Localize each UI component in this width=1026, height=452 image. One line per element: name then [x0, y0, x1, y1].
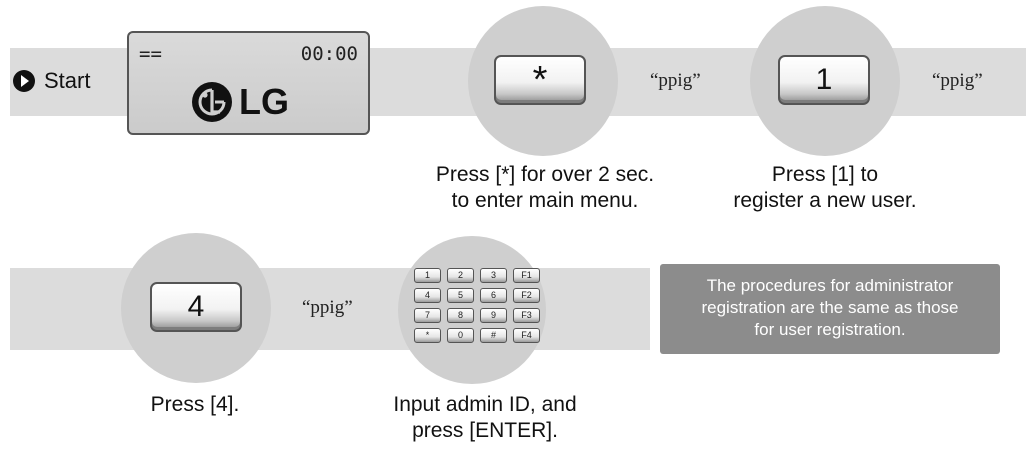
caption-line: Press [4].	[150, 393, 240, 416]
start-label: Start	[44, 68, 91, 93]
note-line: registration are the same as those	[701, 298, 959, 317]
four-key-button[interactable]: 4	[150, 282, 242, 332]
caption-press-four: Press [4].	[120, 392, 270, 418]
start-arrow-icon	[13, 70, 35, 92]
note-line: The procedures for administrator	[706, 276, 954, 295]
keypad-key[interactable]: F3	[513, 308, 540, 323]
caption-press-one: Press [1] to register a new user.	[700, 162, 950, 214]
lcd-display: == 00:00 LG	[127, 31, 370, 135]
lg-logo-icon	[192, 82, 232, 122]
caption-input-admin: Input admin ID, and press [ENTER].	[355, 392, 615, 444]
keypad-key[interactable]: 1	[414, 268, 441, 283]
caption-line: Press [*] for over 2 sec.	[435, 163, 655, 186]
keypad-key[interactable]: 9	[480, 308, 507, 323]
lcd-time: 00:00	[300, 43, 358, 65]
keypad-key[interactable]: 5	[447, 288, 474, 303]
beep-sound-3: “ppig”	[302, 297, 353, 318]
beep-sound-2: “ppig”	[932, 70, 983, 91]
one-key-label: 1	[815, 63, 833, 96]
keypad-key[interactable]: 2	[447, 268, 474, 283]
keypad-key[interactable]: #	[480, 328, 507, 343]
admin-registration-note: The procedures for administrator registr…	[660, 264, 1000, 354]
note-line: for user registration.	[754, 320, 906, 339]
caption-line: register a new user.	[733, 189, 917, 212]
keypad-key[interactable]: 8	[447, 308, 474, 323]
keypad-key[interactable]: F1	[513, 268, 540, 283]
star-key-label: *	[532, 59, 548, 101]
keypad-key[interactable]: 3	[480, 268, 507, 283]
caption-line: press [ENTER].	[412, 419, 558, 442]
lg-logo: LG	[191, 81, 289, 123]
keypad-key[interactable]: 4	[414, 288, 441, 303]
keypad: 1 2 3 F1 4 5 6 F2 7 8 9 F3 * 0 # F4	[414, 268, 544, 352]
four-key-label: 4	[187, 290, 205, 323]
lg-brand-text: LG	[239, 81, 289, 122]
beep-sound-1: “ppig”	[650, 70, 701, 91]
start-marker: Start	[12, 68, 90, 94]
keypad-key[interactable]: 0	[447, 328, 474, 343]
keypad-key[interactable]: *	[414, 328, 441, 343]
caption-line: Press [1] to	[771, 163, 879, 186]
caption-line: Input admin ID, and	[393, 393, 577, 416]
caption-line: to enter main menu.	[451, 189, 639, 212]
keypad-key[interactable]: F4	[513, 328, 540, 343]
keypad-key[interactable]: 6	[480, 288, 507, 303]
lcd-left-text: ==	[139, 43, 162, 65]
one-key-button[interactable]: 1	[778, 55, 870, 105]
keypad-key[interactable]: F2	[513, 288, 540, 303]
keypad-key[interactable]: 7	[414, 308, 441, 323]
caption-press-star: Press [*] for over 2 sec. to enter main …	[395, 162, 695, 214]
star-key-button[interactable]: *	[494, 55, 586, 105]
